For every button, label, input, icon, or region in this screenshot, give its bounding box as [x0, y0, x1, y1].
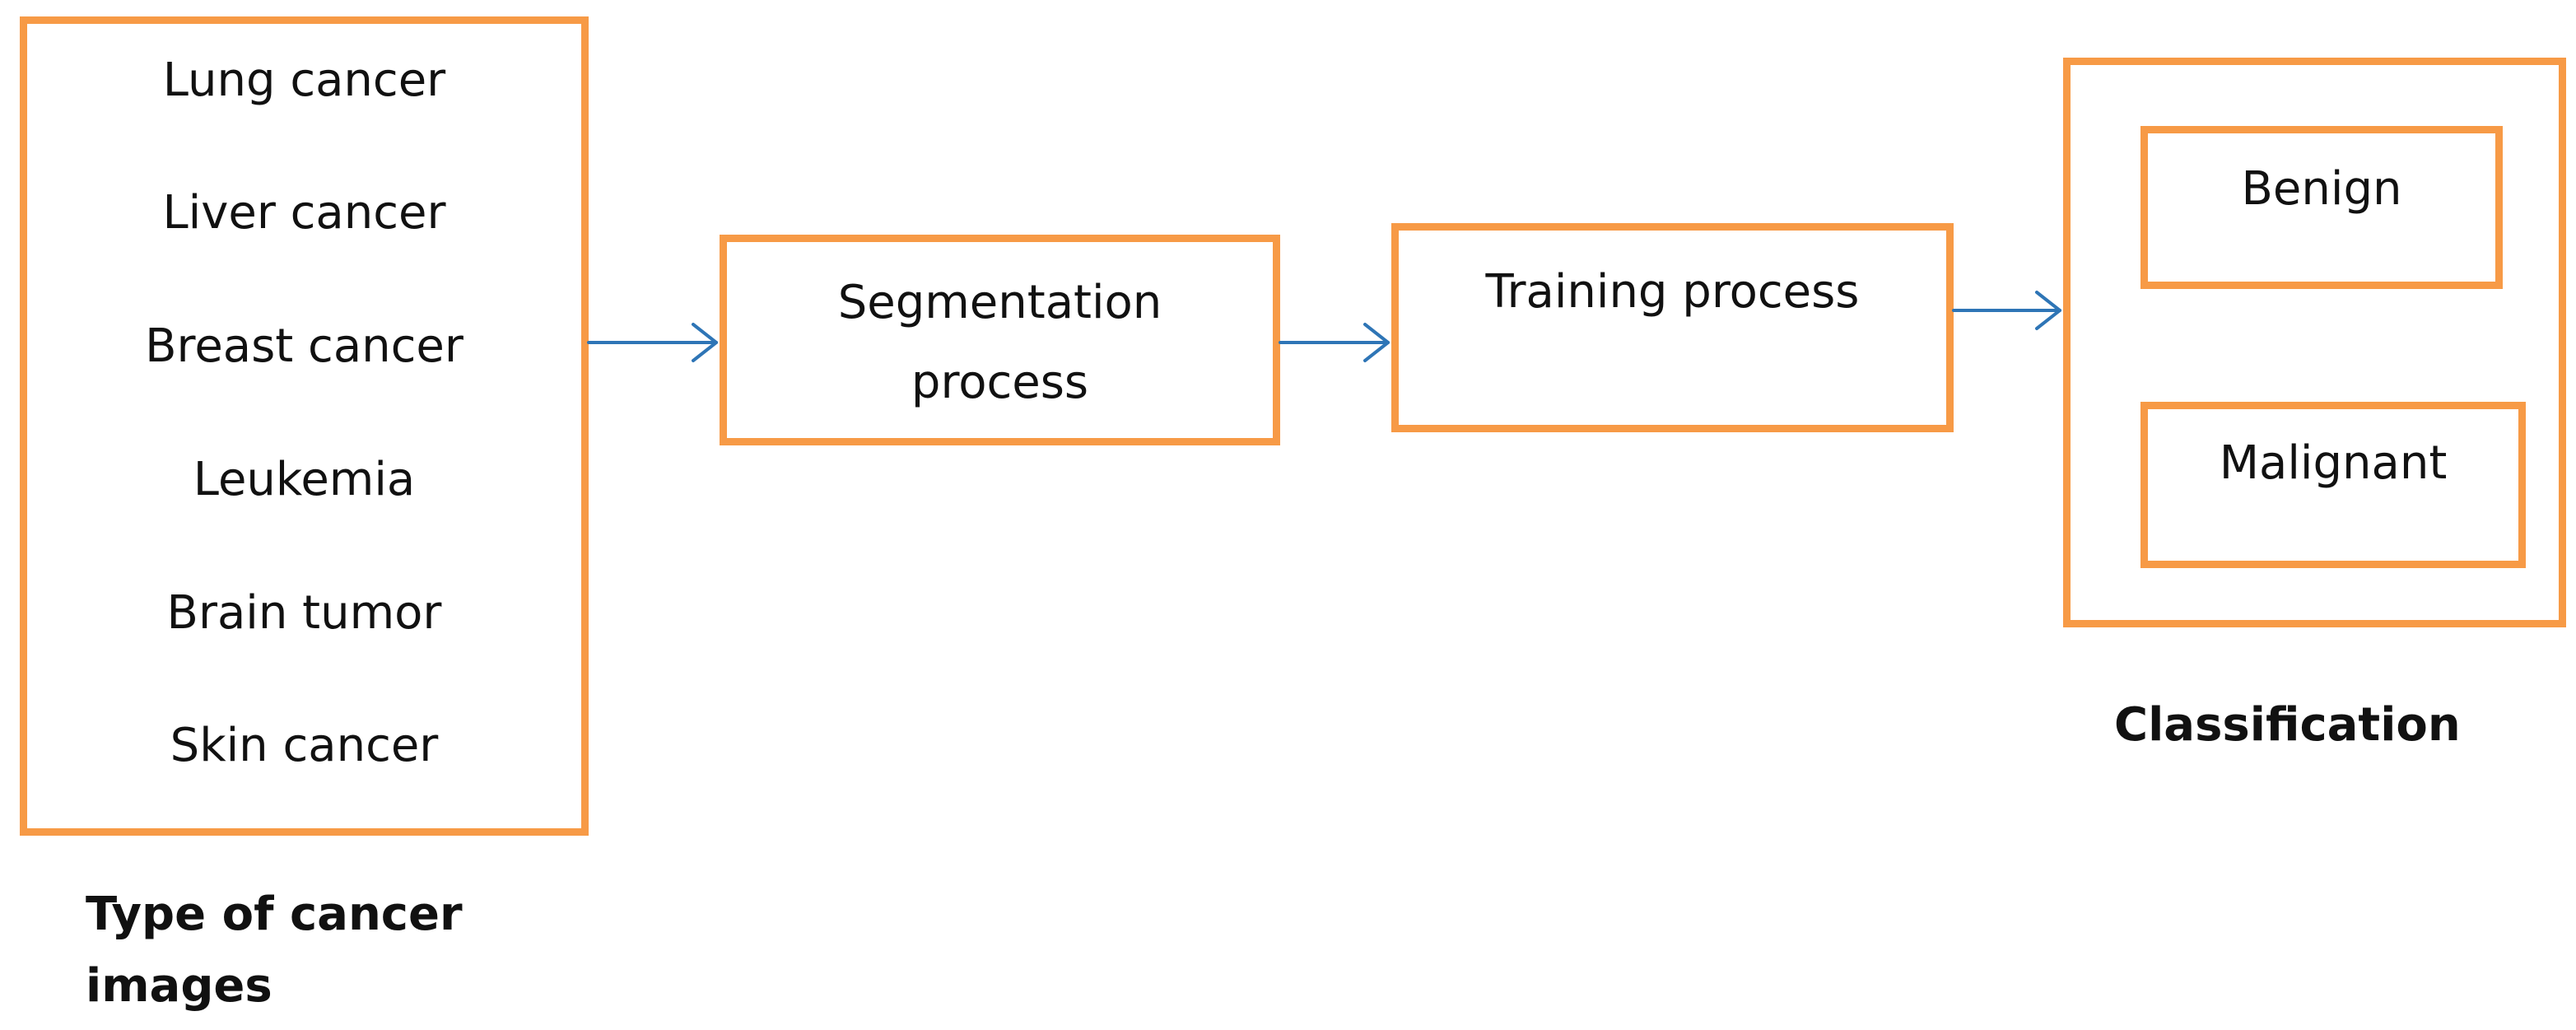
cancer-type-brain: Brain tumor [166, 586, 442, 640]
arrow-segmentation-to-training [1279, 323, 1390, 362]
cancer-type-lung: Lung cancer [162, 54, 446, 107]
cancer-types-box [20, 16, 589, 836]
cancer-type-leukemia: Leukemia [193, 453, 416, 506]
cancer-type-skin: Skin cancer [170, 719, 439, 772]
benign-box [2140, 126, 2503, 289]
segmentation-label-line2: process [911, 356, 1089, 409]
training-label: Training process [1485, 265, 1860, 319]
arrow-training-to-classification [1952, 291, 2061, 330]
cancer-types-caption: Type of cancer images [86, 879, 463, 1023]
cancer-types-caption-line1: Type of cancer [86, 888, 463, 941]
segmentation-box [720, 235, 1280, 445]
cancer-type-breast: Breast cancer [145, 319, 463, 373]
cancer-types-caption-line2: images [86, 958, 273, 1013]
cancer-type-liver: Liver cancer [162, 186, 446, 240]
training-box [1391, 223, 1954, 432]
malignant-box [2140, 402, 2526, 568]
arrow-types-to-segmentation [587, 323, 718, 362]
malignant-label: Malignant [2219, 436, 2448, 490]
classification-caption: Classification [2114, 698, 2461, 752]
segmentation-label-line1: Segmentation [837, 276, 1162, 329]
benign-label: Benign [2241, 162, 2402, 216]
